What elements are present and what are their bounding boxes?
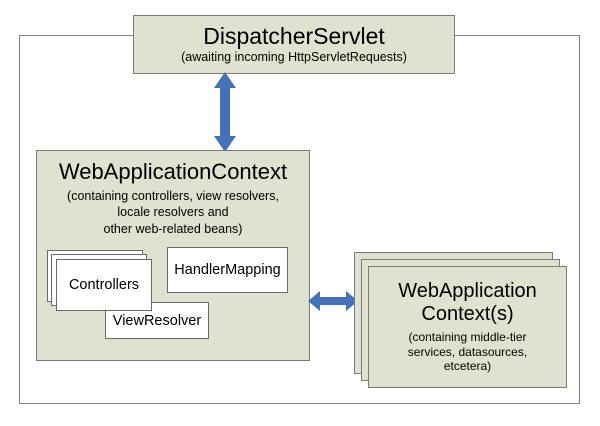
web-application-context-subtitle-line-1: (containing controllers, view resolvers, xyxy=(67,189,279,203)
root-contexts-subtitle-line-2: services, datasources, xyxy=(407,344,528,359)
root-contexts-subtitle-line-3: etcetera) xyxy=(443,359,492,374)
web-application-context-subtitle: (containing controllers, view resolvers,… xyxy=(37,188,309,237)
dispatcher-servlet-title: DispatcherServlet xyxy=(203,23,385,50)
root-contexts-stack: WebApplication Context(s) (containing mi… xyxy=(354,252,574,397)
context-to-root-contexts-arrow xyxy=(308,288,358,314)
web-application-context-title: WebApplicationContext xyxy=(58,159,288,184)
handler-mapping-box: HandlerMapping xyxy=(167,247,288,293)
controllers-stack: Controllers xyxy=(47,250,157,317)
root-contexts-subtitle: (containing middle-tier services, dataso… xyxy=(408,330,527,374)
dispatcher-to-context-arrow xyxy=(211,72,239,152)
root-contexts-title-line-1: WebApplication xyxy=(398,280,537,303)
web-application-context-subtitle-line-2: locale resolvers and xyxy=(117,205,229,220)
root-contexts-subtitle-line-1: (containing middle-tier xyxy=(408,330,527,345)
controllers-box: Controllers xyxy=(56,259,152,311)
dispatcher-servlet-subtitle: (awaiting incoming HttpServletRequests) xyxy=(181,50,407,65)
root-contexts-title-line-2: Context(s) xyxy=(421,303,514,326)
handler-mapping-label: HandlerMapping xyxy=(174,262,281,278)
controllers-label: Controllers xyxy=(68,277,140,293)
root-contexts-front-box: WebApplication Context(s) (containing mi… xyxy=(368,266,567,388)
web-application-context-subtitle-line-3: other web-related beans) xyxy=(103,221,243,236)
dispatcher-servlet-box: DispatcherServlet (awaiting incoming Htt… xyxy=(133,15,455,74)
view-resolver-label: ViewResolver xyxy=(112,312,202,329)
